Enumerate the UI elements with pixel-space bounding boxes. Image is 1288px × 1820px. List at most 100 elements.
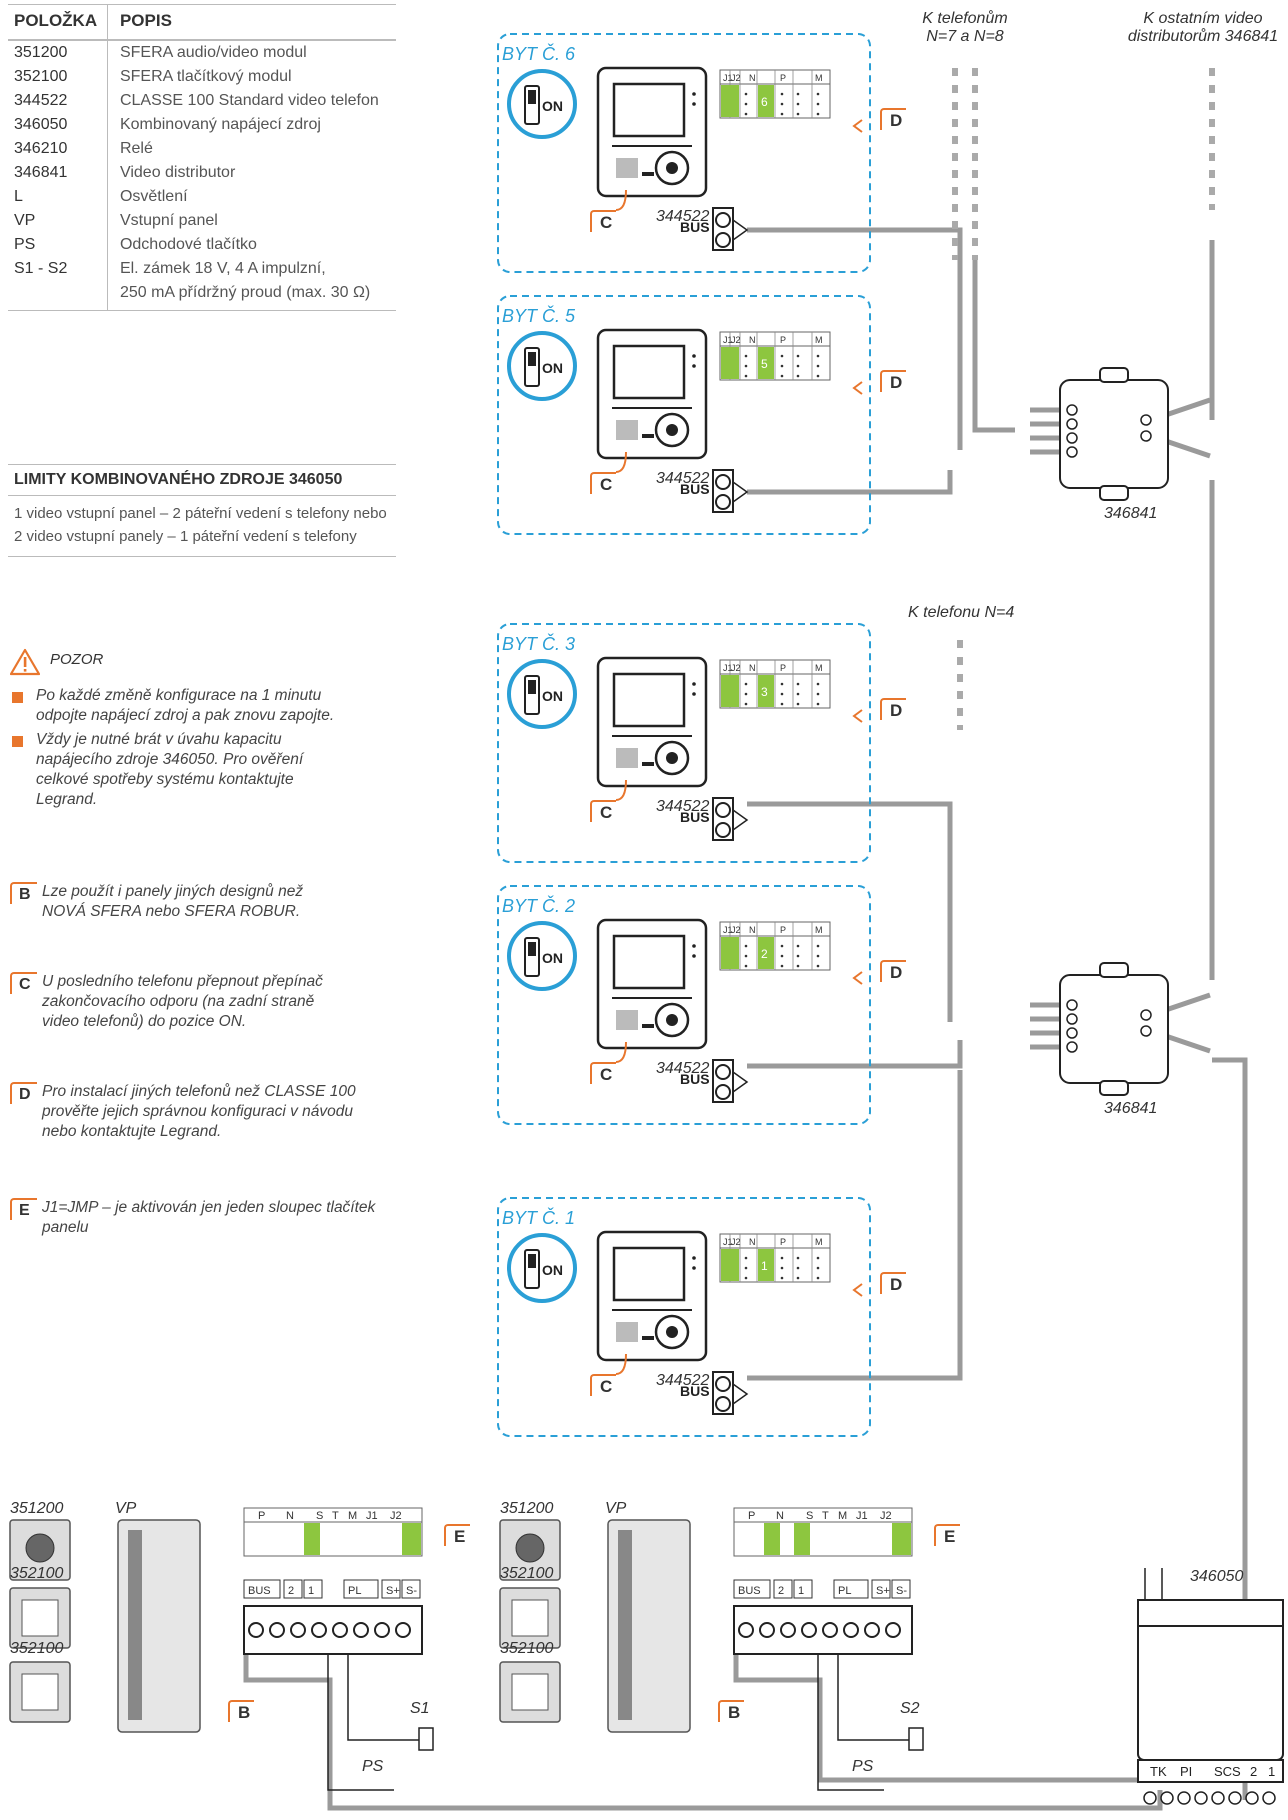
dip-dot (816, 944, 820, 948)
dip-header: N (749, 73, 756, 83)
led-dot (692, 92, 696, 96)
panel-dip-header: P (258, 1510, 265, 1522)
note-c: C U posledního telefonu přepnout přepína… (8, 972, 442, 1032)
terminal-label: 1 (308, 1585, 314, 1597)
item-code: 346841 (14, 164, 68, 181)
note-letter: D (10, 1082, 37, 1104)
dip-header: P (780, 663, 786, 673)
dip-header: J2 (731, 663, 741, 673)
dip-dot (780, 354, 784, 358)
table-row: 250 mA přídržný proud (max. 30 Ω) (8, 281, 396, 311)
ps-label: PS (362, 1758, 384, 1775)
n-fill (304, 1523, 320, 1555)
terminal-screw (1262, 1791, 1276, 1805)
switch-on-label: ON (542, 950, 563, 966)
dip-dot (796, 954, 800, 958)
dip-dot (796, 102, 800, 106)
vp-label: VP (115, 1500, 137, 1517)
switch-knob (528, 942, 536, 956)
to-phone-4-label: K telefonu N=4 (908, 604, 1015, 621)
badge-d: D (880, 108, 906, 130)
badge-d: D (880, 1272, 906, 1294)
badge-c: C (590, 1062, 616, 1084)
apartment-box (497, 33, 871, 273)
dip-dot (744, 954, 748, 958)
camera-lens (515, 1533, 545, 1563)
led-dot (692, 954, 696, 958)
panel-dip-header: N (776, 1510, 784, 1522)
wire-apt1 (747, 1070, 963, 1381)
dip-dot (796, 702, 800, 706)
dip-dot (796, 1256, 800, 1260)
dip-n-fill (758, 675, 774, 707)
dip-dot (816, 692, 820, 696)
terminal-screw (311, 1622, 327, 1638)
apartment-box (497, 1197, 871, 1437)
speaker-grille (616, 158, 638, 178)
dip-dot (744, 92, 748, 96)
terminal-screw (290, 1622, 306, 1638)
dip-header: M (815, 925, 823, 935)
terminal-screw (759, 1622, 775, 1638)
item-desc: CLASSE 100 Standard video telefon (106, 89, 396, 113)
dip-dot (780, 374, 784, 378)
dip-n-fill (758, 347, 774, 379)
dip-n-fill (758, 1249, 774, 1281)
distributor-port (1066, 999, 1078, 1011)
dip-header: M (815, 663, 823, 673)
phone-screen (612, 672, 686, 728)
wire-apt5 (747, 470, 953, 495)
item-desc: 250 mA přídržný proud (max. 30 Ω) (106, 281, 396, 311)
led-dot (692, 354, 696, 358)
panel-dip-header: J2 (390, 1510, 402, 1522)
arrow-c (615, 1353, 627, 1375)
dip-dot (744, 1256, 748, 1260)
dip-header: J1 (723, 663, 733, 673)
panel-dip-header: J1 (856, 1510, 868, 1522)
dip-jmp-fill (721, 347, 739, 379)
terminal-screw (1143, 1791, 1157, 1805)
keypad-center (666, 1014, 678, 1026)
switch-on-label: ON (542, 360, 563, 376)
item-desc: El. zámek 18 V, 4 A impulzní, (106, 257, 396, 281)
dip-dot (744, 692, 748, 696)
dip-dot (796, 364, 800, 368)
arrow-c (615, 189, 627, 211)
panel-dip-header: N (286, 1510, 294, 1522)
arrow-d (852, 709, 863, 723)
dip-dot (796, 964, 800, 968)
bus-label: BUS (680, 1071, 710, 1087)
to-phones-label: K telefonům N=7 a N=8 (910, 10, 1020, 46)
led-dot (692, 364, 696, 368)
terminal-label-box (833, 1579, 869, 1599)
door-lock (418, 1727, 434, 1751)
dip-dot (780, 364, 784, 368)
warning-item: Vždy je nutné brát v úvahu kapacitu napá… (10, 730, 356, 810)
terminal-screw (715, 1084, 731, 1100)
dip-dot (816, 92, 820, 96)
distributor-port (1140, 1025, 1152, 1037)
label-line: K telefonům (922, 10, 1008, 27)
dip-dot (816, 102, 820, 106)
terminal-screw (738, 1622, 754, 1638)
distributor-port (1066, 1041, 1078, 1053)
wire-apt3 (747, 801, 953, 1022)
distributor-tab (1099, 485, 1129, 501)
module-label: 352100 (10, 1565, 64, 1582)
phone-screen (612, 934, 686, 990)
phone-screen (612, 344, 686, 400)
ps-wire (817, 1654, 884, 1791)
arrow-c (615, 1041, 627, 1063)
lock-wire (347, 1654, 424, 1741)
dip-jmp-fill (721, 85, 739, 117)
terminal-label-box (733, 1579, 771, 1599)
led-dot (692, 682, 696, 686)
panel-dip-header: T (332, 1510, 339, 1522)
distributor-port (1140, 414, 1152, 426)
dip-dot (780, 102, 784, 106)
dip-header: J2 (731, 335, 741, 345)
dip-header: N (749, 1237, 756, 1247)
wire-trunk-psu (1212, 1057, 1248, 1800)
phone-indicator (642, 172, 654, 176)
